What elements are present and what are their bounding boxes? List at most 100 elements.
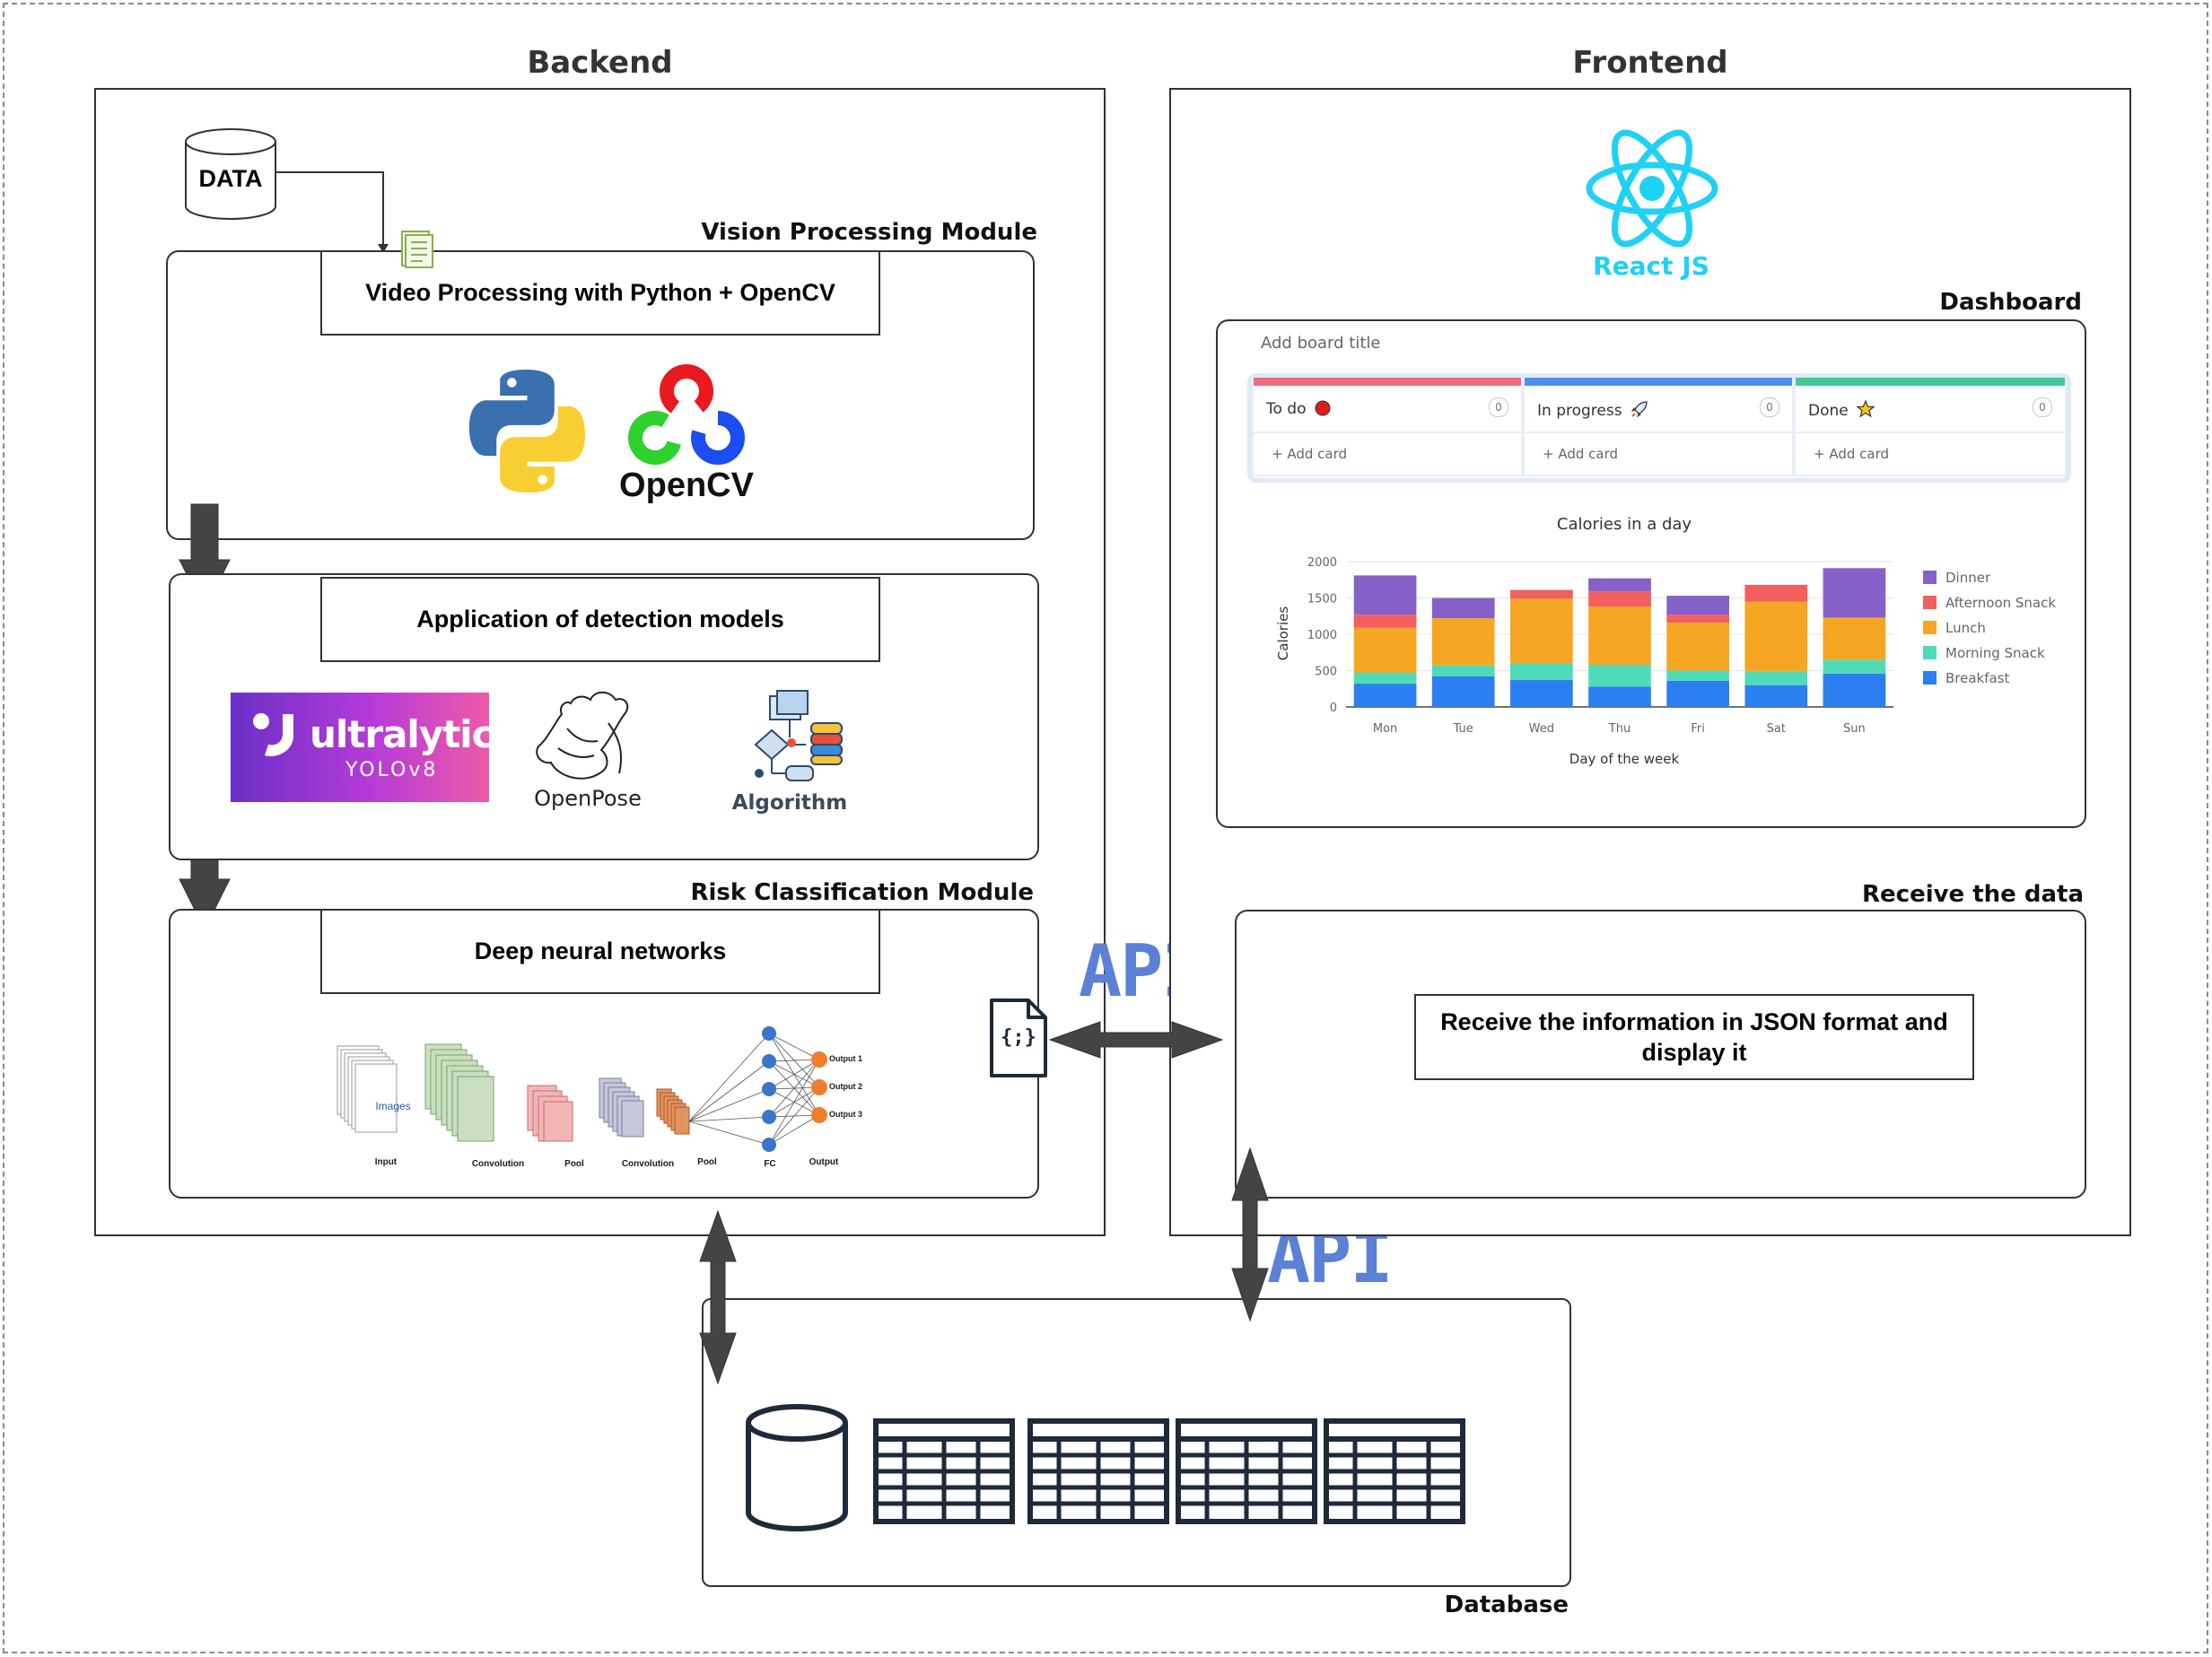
- x-tick-label: Fri: [1691, 722, 1705, 736]
- fc-neurons: [762, 1026, 776, 1152]
- cnn-label-input: Input: [374, 1157, 398, 1167]
- legend-swatch: [1923, 671, 1937, 685]
- add-card-button-todo[interactable]: + Add card: [1272, 446, 1348, 462]
- kanban-divider: [1525, 432, 1792, 433]
- bar-morning-snack-thu: [1588, 665, 1651, 687]
- bar-breakfast-tue: [1431, 676, 1495, 707]
- bar-morning-snack-wed: [1510, 663, 1573, 681]
- column-count-done: 0: [2033, 397, 2052, 417]
- kanban-bar-todo: [1254, 378, 1521, 386]
- y-tick-label: 1000: [1307, 629, 1337, 642]
- bar-dinner-mon: [1353, 575, 1417, 615]
- pool1-stack: [527, 1085, 573, 1142]
- bar-lunch-sun: [1823, 617, 1886, 660]
- column-title-todo: To do: [1266, 397, 1331, 418]
- table-grid-icon: [1176, 1418, 1317, 1524]
- yolo-text: YOLOv8: [345, 759, 439, 781]
- data-cylinder-icon: [185, 128, 276, 220]
- detection-models-box: Application of detection models: [320, 577, 880, 662]
- openpose-figure-icon: [536, 691, 629, 780]
- table-grid-icon: [1027, 1418, 1169, 1524]
- kanban-column-todo: To do 0 + Add card: [1252, 378, 1523, 476]
- cnn-images-label: Images: [375, 1100, 411, 1112]
- legend-item-breakfast[interactable]: Breakfast: [1923, 670, 2009, 686]
- bar-lunch-tue: [1431, 618, 1495, 666]
- openpose-label: OpenPose: [534, 786, 642, 811]
- document-icon: [401, 231, 433, 268]
- receive-json-box: Receive the information in JSON format a…: [1414, 994, 1974, 1080]
- legend-swatch: [1923, 571, 1937, 584]
- x-tick-label: Wed: [1529, 722, 1554, 736]
- board-title-input[interactable]: Add board title: [1261, 334, 1381, 353]
- cnn-diagram: [337, 1026, 827, 1152]
- ultralytics-text: ultralytics: [310, 712, 516, 756]
- bar-lunch-fri: [1666, 623, 1729, 671]
- bar-morning-snack-sat: [1744, 671, 1808, 685]
- cnn-label-pool2: Pool: [697, 1157, 717, 1167]
- bar-breakfast-mon: [1353, 684, 1417, 707]
- legend-item-afternoon-snack[interactable]: Afternoon Snack: [1923, 595, 2056, 611]
- output-neurons: [811, 1051, 827, 1123]
- bar-dinner-thu: [1588, 578, 1651, 592]
- risk-module-label: Risk Classification Module: [690, 879, 1034, 906]
- dnn-box: Deep neural networks: [320, 909, 880, 994]
- cnn-output-2: Output 2: [829, 1082, 862, 1091]
- bar-morning-snack-sun: [1823, 659, 1886, 674]
- bar-lunch-mon: [1353, 627, 1417, 673]
- chart-title: Calories in a day: [1556, 515, 1692, 534]
- bar-morning-snack-mon: [1353, 672, 1417, 685]
- algorithm-label: Algorithm: [731, 791, 848, 815]
- red-circle-icon: [1315, 400, 1331, 416]
- bar-dinner-sun: [1823, 568, 1886, 618]
- bar-afternoon-snack-thu: [1588, 591, 1651, 607]
- add-card-button-inprogress[interactable]: + Add card: [1543, 446, 1619, 462]
- star-icon: [1856, 399, 1875, 418]
- conv1-stack: [424, 1043, 494, 1142]
- ultralytics-logo: ultralytics YOLOv8: [231, 693, 516, 802]
- legend-label: Dinner: [1945, 570, 1991, 586]
- bar-afternoon-snack-mon: [1353, 615, 1417, 628]
- y-tick-label: 0: [1330, 702, 1337, 715]
- dashboard-label: Dashboard: [1939, 289, 2082, 316]
- cnn-label-conv2: Convolution: [621, 1159, 675, 1169]
- y-tick-label: 2000: [1307, 556, 1337, 570]
- bar-breakfast-wed: [1510, 680, 1573, 707]
- kanban-bar-done: [1796, 378, 2065, 386]
- frontend-db-arrow: [1231, 1147, 1269, 1322]
- cnn-label-pool1: Pool: [564, 1159, 584, 1169]
- x-tick-label: Sat: [1767, 722, 1786, 736]
- bar-lunch-thu: [1588, 606, 1651, 666]
- cnn-label-output: Output: [809, 1157, 839, 1167]
- bar-lunch-sat: [1744, 601, 1808, 672]
- backend-title: Backend: [527, 45, 673, 81]
- backend-db-arrow: [699, 1209, 737, 1385]
- bar-dinner-fri: [1666, 596, 1729, 615]
- legend-swatch: [1923, 646, 1937, 659]
- add-card-button-done[interactable]: + Add card: [1814, 446, 1890, 462]
- kanban-bar-inprogress: [1525, 378, 1792, 386]
- cnn-label-fc: FC: [764, 1159, 776, 1169]
- json-glyph-left: {;}: [1001, 1026, 1036, 1049]
- column-title-done: Done: [1808, 397, 1875, 420]
- bar-breakfast-fri: [1666, 680, 1729, 707]
- legend-item-dinner[interactable]: Dinner: [1923, 570, 1990, 586]
- bar-morning-snack-tue: [1431, 665, 1495, 676]
- bar-lunch-wed: [1510, 598, 1573, 664]
- bar-breakfast-thu: [1588, 686, 1651, 707]
- legend-item-lunch[interactable]: Lunch: [1923, 620, 1986, 636]
- cnn-output-3: Output 3: [829, 1110, 862, 1119]
- kanban-divider: [1796, 432, 2065, 433]
- kanban-column-done: Done 0 + Add card: [1794, 378, 2067, 476]
- rocket-icon: [1631, 401, 1648, 418]
- bar-morning-snack-fri: [1666, 670, 1729, 681]
- x-tick-label: Sun: [1843, 722, 1866, 736]
- legend-item-morning-snack[interactable]: Morning Snack: [1923, 645, 2045, 661]
- x-tick-label: Mon: [1373, 722, 1397, 736]
- react-logo-icon: [1586, 129, 1718, 248]
- fc-connections: [688, 1033, 820, 1146]
- bar-afternoon-snack-fri: [1666, 615, 1729, 624]
- input-layer-stack: [337, 1045, 398, 1133]
